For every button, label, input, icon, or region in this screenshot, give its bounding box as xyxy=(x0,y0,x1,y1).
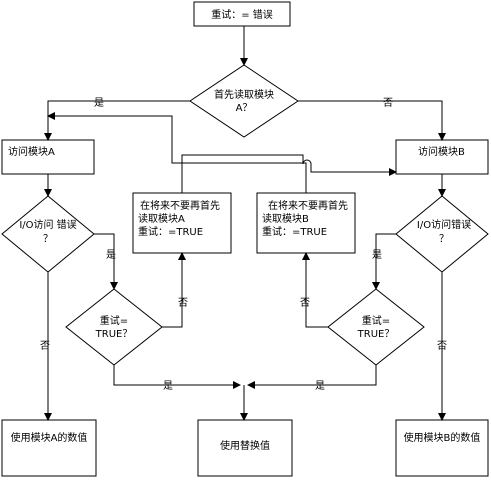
arrow-yes-to-access-a xyxy=(44,100,190,141)
label-yes-retry-left: 是 xyxy=(163,380,173,392)
label-yes-io-b: 是 xyxy=(372,249,382,261)
set-a-box xyxy=(132,192,232,254)
label-no-retry-left: 否 xyxy=(178,297,188,309)
arrow-retry-left-no xyxy=(162,252,186,328)
arrow-retry-right-yes xyxy=(247,365,377,389)
retry-right-line1: 重试= xyxy=(362,314,390,327)
set-b-line1: 在将来不要再首先 xyxy=(268,199,348,212)
retry-init-text: 重试：= 错误 xyxy=(211,8,273,21)
set-a-line1: 在将来不要再首先 xyxy=(140,199,220,212)
label-no-io-b: 否 xyxy=(437,340,447,352)
set-a-line3: 重试：=TRUE xyxy=(138,225,203,238)
label-no-top: 否 xyxy=(383,97,393,109)
set-b-box xyxy=(256,192,356,254)
label-yes-io-a: 是 xyxy=(106,249,116,261)
access-a-text: 访问模块A xyxy=(8,145,55,158)
arrow-set-a-to-access-b xyxy=(310,164,397,176)
label-no-io-a: 否 xyxy=(40,340,50,352)
use-b-text: 使用模块B的数值 xyxy=(404,431,481,444)
retry-left-line2: TRUE？ xyxy=(95,329,133,340)
retry-init-box xyxy=(193,1,291,27)
arrow-set-b-to-access-a xyxy=(47,112,307,193)
io-b-line1: I/O访问错误 xyxy=(417,218,471,231)
label-no-retry-right: 否 xyxy=(300,297,310,309)
first-read-decision xyxy=(189,64,299,138)
label-yes-retry-right: 是 xyxy=(315,380,325,392)
io-a-line2: ？ xyxy=(43,234,53,245)
retry-right-decision xyxy=(327,288,425,366)
set-a-line2: 读取模块A xyxy=(138,212,185,225)
arrow-retry-left-yes xyxy=(113,365,241,389)
first-read-line1: 首先读取模块 xyxy=(214,88,274,101)
io-a-line1: I/O访问 错误 xyxy=(19,218,76,231)
arrow-io-a-yes xyxy=(94,233,118,290)
arrow-io-b-yes xyxy=(372,233,396,290)
arrow-set-a-feedback xyxy=(181,154,304,193)
access-b-text: 访问模块B xyxy=(418,145,465,158)
access-a-box xyxy=(1,139,95,175)
retry-right-line2: TRUE？ xyxy=(357,329,395,340)
use-b-box xyxy=(395,419,489,477)
use-a-box xyxy=(1,419,97,477)
first-read-line2: A？ xyxy=(236,103,253,114)
io-b-line2: ？ xyxy=(439,234,449,245)
retry-left-line1: 重试= xyxy=(100,314,128,327)
use-sub-box xyxy=(197,419,293,477)
set-b-line2: 读取模块B xyxy=(262,212,309,225)
use-a-text: 使用模块A的数值 xyxy=(11,431,88,444)
arrow-retry-right-no xyxy=(302,252,328,328)
retry-left-decision xyxy=(65,288,163,366)
use-sub-text: 使用替换值 xyxy=(220,439,270,452)
arrow-no-to-access-b xyxy=(298,100,446,141)
label-yes-top: 是 xyxy=(94,97,104,109)
set-b-line3: 重试：=TRUE xyxy=(262,225,327,238)
